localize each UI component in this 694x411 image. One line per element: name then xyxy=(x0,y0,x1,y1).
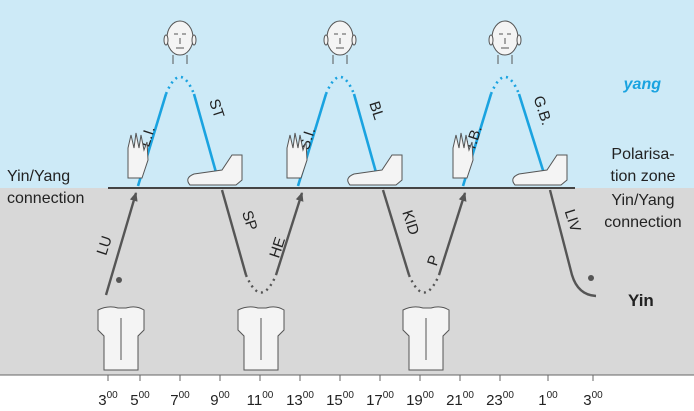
tick-label-23-00: 2300 xyxy=(486,390,514,409)
meridian-label-sp: SP xyxy=(238,208,260,232)
tick-label-09-00: 900 xyxy=(210,390,230,409)
tick-label-05-00: 500 xyxy=(130,390,150,409)
head-illustration-2 xyxy=(323,20,357,64)
liv-end-dot xyxy=(588,275,594,281)
meridian-label-bl: BL xyxy=(365,99,387,122)
meridian-label-he: HE xyxy=(266,235,289,260)
time-axis-ticks xyxy=(107,375,594,381)
foot-illustration-3 xyxy=(512,154,568,186)
yin-meridian-liv xyxy=(548,189,597,298)
torso-illustration-1 xyxy=(97,306,145,371)
yin-yang-connection-left-line2: connection xyxy=(7,190,84,207)
yin-meridian-valley-1 xyxy=(220,189,304,294)
meridian-label-st: ST xyxy=(205,97,227,120)
tick-label-11-00: 1100 xyxy=(247,390,274,409)
yang-label: yang xyxy=(623,76,662,93)
tick-label-21-00: 2100 xyxy=(446,390,474,409)
meridian-label-lu: LU xyxy=(94,234,116,258)
head-illustration-1 xyxy=(163,20,197,64)
time-axis-labels: 300 500 700 900 1100 1300 1500 1700 1900… xyxy=(98,390,603,409)
tick-label-19-00: 1900 xyxy=(406,390,434,409)
yin-yang-connection-right-line2: connection xyxy=(604,214,681,231)
tick-label-13-00: 1300 xyxy=(286,390,314,409)
tick-label-03-00-end: 300 xyxy=(583,390,603,409)
tick-label-07-00: 700 xyxy=(170,390,190,409)
foot-illustration-1 xyxy=(187,154,243,186)
yin-meridian-lu xyxy=(104,192,138,296)
yin-meridian-valley-2 xyxy=(381,189,467,294)
tick-label-15-00: 1500 xyxy=(326,390,354,409)
yin-yang-connection-left-line1: Yin/Yang xyxy=(7,168,70,185)
torso-illustration-2 xyxy=(237,306,285,371)
hand-illustration-3 xyxy=(452,132,474,179)
hand-illustration-2 xyxy=(286,132,308,179)
meridian-label-liv: LIV xyxy=(561,207,584,234)
tick-label-03-00: 300 xyxy=(98,390,118,409)
foot-illustration-2 xyxy=(347,154,403,186)
torso-illustration-3 xyxy=(402,306,450,371)
yin-yang-connection-right-line1: Yin/Yang xyxy=(611,192,674,209)
polarisation-zone-line1: Polarisa- xyxy=(611,146,674,163)
meridian-label-kid: KID xyxy=(398,208,422,237)
lu-start-dot xyxy=(116,277,122,283)
tick-label-17-00: 1700 xyxy=(366,390,394,409)
yin-label: Yin xyxy=(628,291,654,310)
hand-illustration-1 xyxy=(127,132,149,179)
tick-label-01-00: 100 xyxy=(538,390,558,409)
head-illustration-3 xyxy=(488,20,522,64)
polarisation-zone-line2: tion zone xyxy=(611,168,676,185)
meridian-label-p: P xyxy=(424,253,443,268)
